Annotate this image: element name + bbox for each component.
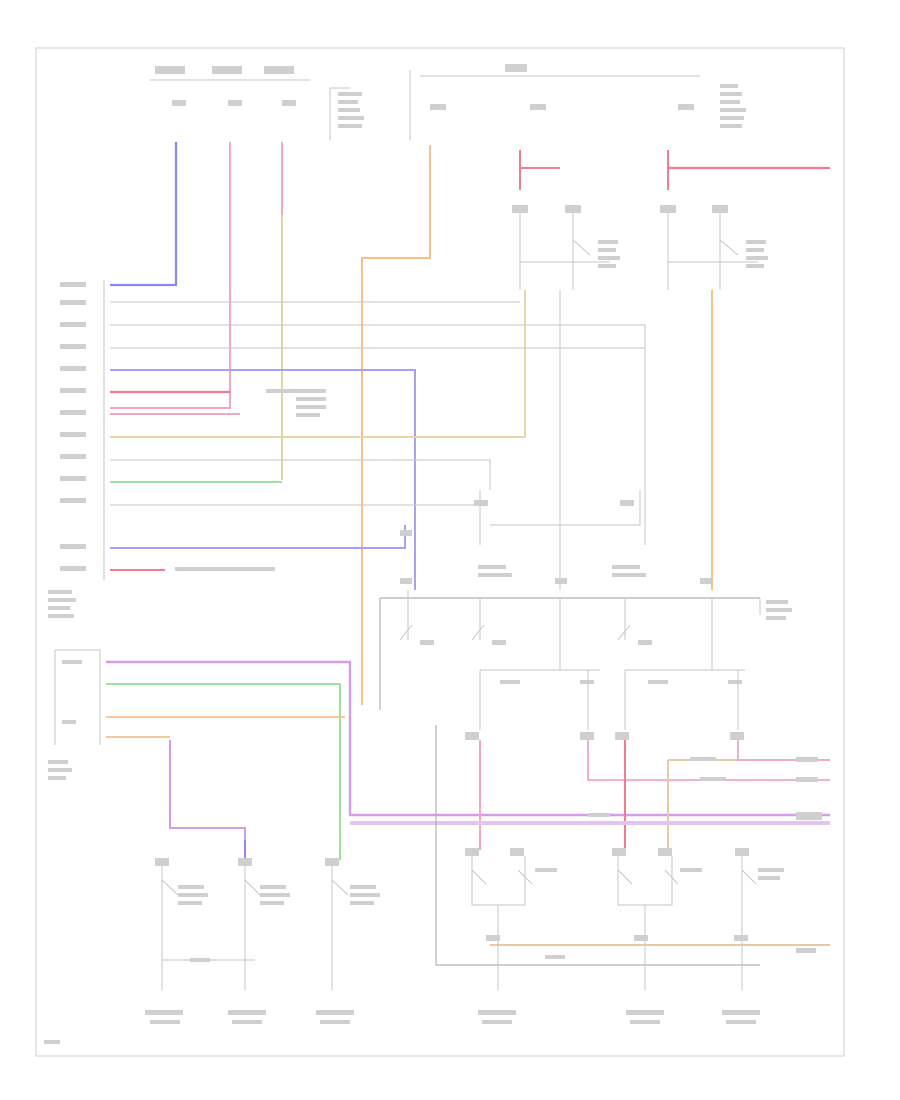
switch-cluster [379, 590, 792, 740]
wire-blue-feed [110, 142, 178, 287]
module-lower-left [48, 649, 101, 780]
wire-gray-return [435, 725, 760, 966]
wire-green-2 [106, 683, 341, 860]
corner-tag [44, 1040, 60, 1044]
wire-blue-2 [110, 525, 406, 549]
wire-purple-2 [169, 740, 246, 860]
control-module-left [48, 280, 105, 618]
wire-orange-feed [361, 145, 431, 705]
bottom-components-right [465, 848, 784, 990]
wire-blue-1 [110, 369, 416, 590]
wire-tan-1 [110, 290, 526, 438]
middle-connectors [400, 290, 712, 590]
relay-left [512, 205, 620, 290]
note-label-mid [266, 389, 326, 393]
top-fuse-group-right [409, 64, 746, 140]
relay-right [660, 205, 768, 290]
ground-symbols [145, 1010, 760, 1024]
note-label-red-2 [175, 567, 275, 571]
wire-gray-2 [110, 324, 646, 360]
wire-tan-2 [667, 759, 830, 850]
wire-gray-4 [110, 459, 491, 490]
wire-pink-feed [110, 142, 231, 409]
diagram-frame [35, 47, 845, 1057]
bottom-components-left [155, 858, 380, 990]
wire-red-vertical [519, 150, 669, 190]
top-fuse-group-left [150, 66, 364, 140]
wire-red-3 [587, 740, 830, 781]
